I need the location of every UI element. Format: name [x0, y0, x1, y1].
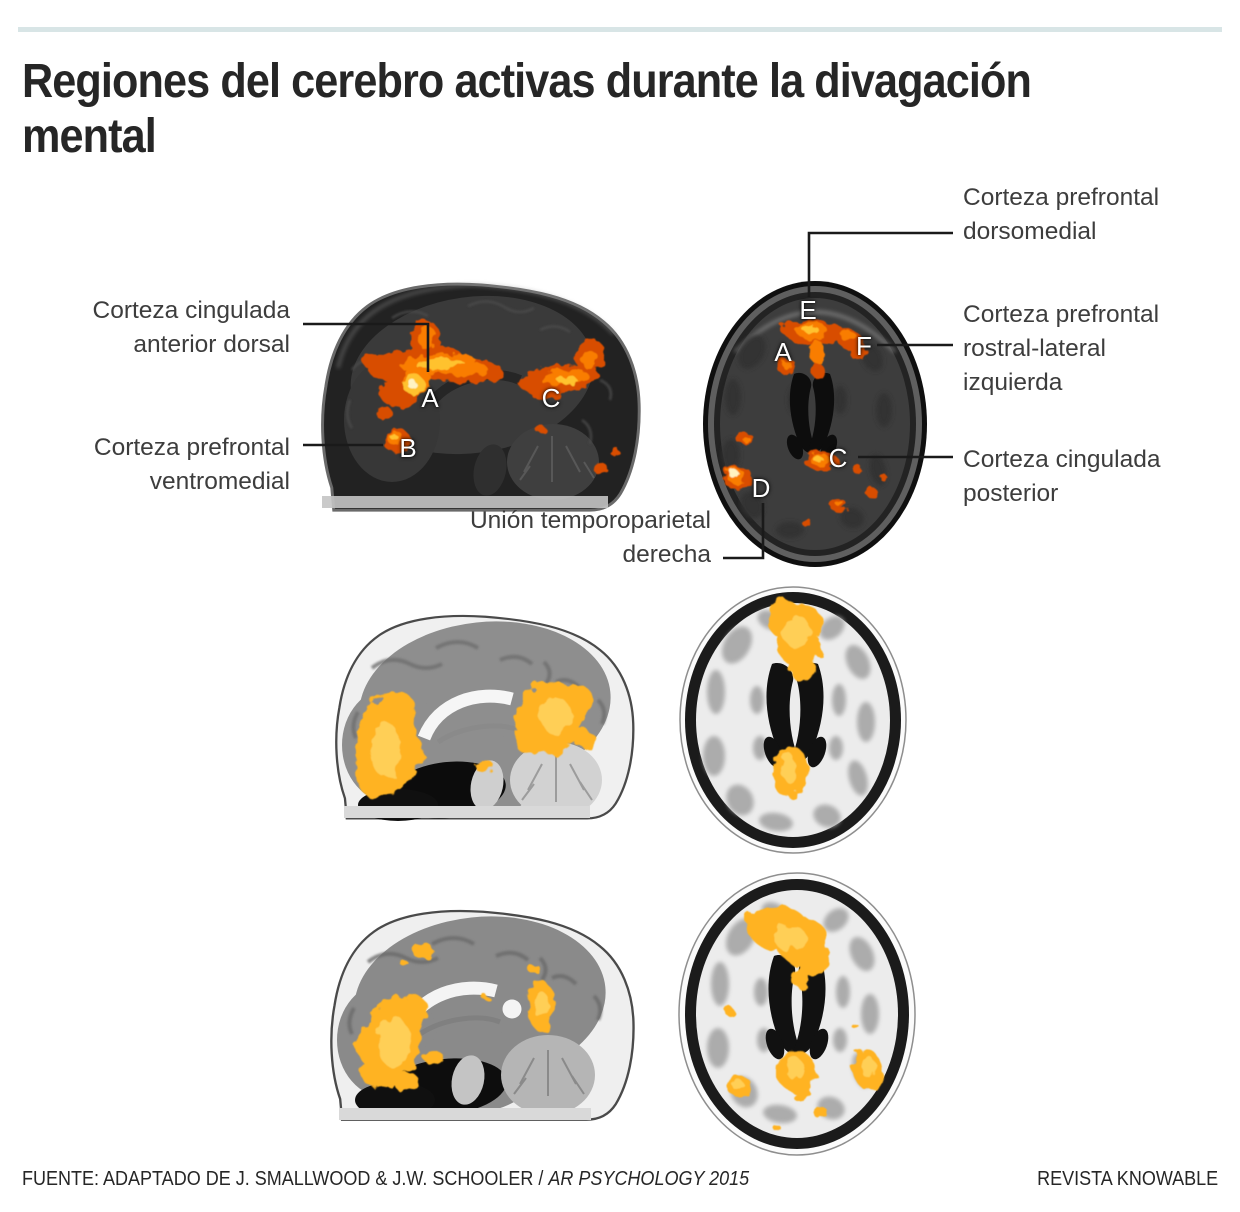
- activation-cluster-axial-flat: [768, 600, 822, 798]
- marker-axial-d: D: [751, 473, 771, 503]
- activation-cluster-sagittal-flat: [355, 682, 595, 798]
- brain-top-sagittal: [321, 282, 641, 512]
- footer-source-year: 2015: [704, 1168, 750, 1190]
- label-corteza-prefrontal-dorsomedial: Corteza prefrontal dorsomedial: [963, 184, 1160, 245]
- label-corteza-cingulada-posterior: Corteza cingulada posterior: [963, 446, 1161, 507]
- marker-axial-c: C: [828, 443, 848, 473]
- label-corteza-prefrontal-ventromedial: Corteza prefrontal ventromedial: [93, 434, 290, 495]
- marker-sagittal-b: B: [399, 433, 417, 463]
- brain-bottom-sagittal: [330, 909, 635, 1121]
- footer-source: FUENTE: ADAPTADO DE J. SMALLWOOD & J.W. …: [22, 1168, 749, 1191]
- marker-sagittal-a: A: [421, 383, 439, 413]
- activation-cluster-sagittal-flat: [357, 945, 555, 1092]
- sulci-texture: [351, 640, 607, 739]
- brain-bottom-axial: [678, 872, 916, 1156]
- ventricles: [786, 372, 838, 460]
- leader-line-dmpfc: [807, 231, 953, 297]
- marker-axial-a: A: [774, 337, 792, 367]
- footer-credit: REVISTA KNOWABLE: [1036, 1168, 1218, 1190]
- top-rule: [18, 27, 1222, 32]
- corpus-callosum: [417, 689, 514, 741]
- skull-highlight: [733, 310, 897, 354]
- marker-sagittal-c: C: [541, 383, 561, 413]
- activation-cluster-axial-flat: [725, 906, 884, 1131]
- activation-cluster-axial-hot: [723, 321, 888, 526]
- sulci-texture: [347, 936, 603, 1035]
- marker-axial-e: E: [799, 295, 817, 325]
- brain-mid-sagittal: [335, 614, 635, 821]
- footer-source-journal: AR PSYCHOLOGY: [548, 1168, 705, 1190]
- brain-top-axial: [703, 281, 927, 567]
- cerebellum-texture: [519, 436, 595, 482]
- figure-title: Regiones del cerebro activas durante la …: [22, 55, 1032, 163]
- label-corteza-prefrontal-rostral-lateral-izquierda: Corteza prefrontal rostral-lateral izqui…: [963, 301, 1160, 396]
- leader-lines: [303, 231, 953, 560]
- leader-line-acc: [303, 322, 430, 372]
- label-union-temporoparietal-derecha: Unión temporoparietal derecha: [469, 507, 711, 568]
- activation-cluster-sagittal-hot: [362, 320, 620, 475]
- slice-base-strip: [322, 496, 608, 508]
- gyri-texture: [722, 335, 892, 538]
- leader-line-tpj: [723, 503, 765, 560]
- footer-source-prefix: FUENTE: ADAPTADO DE J. SMALLWOOD & J.W. …: [22, 1168, 549, 1190]
- label-corteza-cingulada-anterior-dorsal: Corteza cingulada anterior dorsal: [92, 297, 290, 358]
- brain-mid-axial: [679, 586, 907, 854]
- slice-base-strip: [339, 1108, 591, 1120]
- marker-axial-f: F: [856, 331, 872, 361]
- slice-base-strip: [344, 806, 590, 818]
